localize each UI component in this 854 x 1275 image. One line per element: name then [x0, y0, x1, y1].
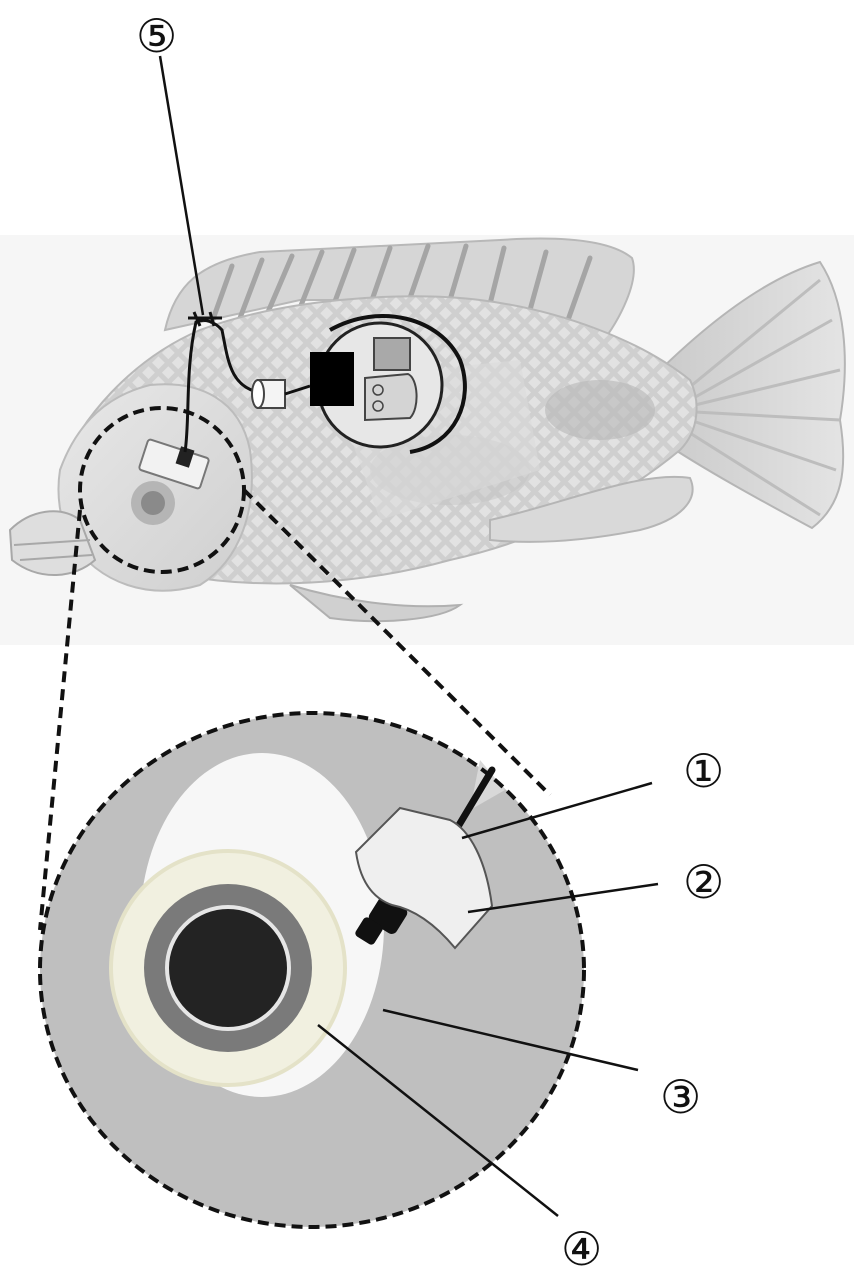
callout-5: ⑤ [136, 9, 177, 63]
transmitter-box [310, 352, 354, 406]
eye-pupil [167, 907, 289, 1029]
callout-2: ② [683, 855, 724, 909]
callout-1: ① [683, 744, 724, 798]
implant-battery [365, 374, 417, 420]
callout-3: ③ [660, 1070, 701, 1124]
zoom-detail [40, 713, 584, 1227]
callout-4: ④ [561, 1222, 602, 1275]
implant-chip [374, 338, 410, 370]
